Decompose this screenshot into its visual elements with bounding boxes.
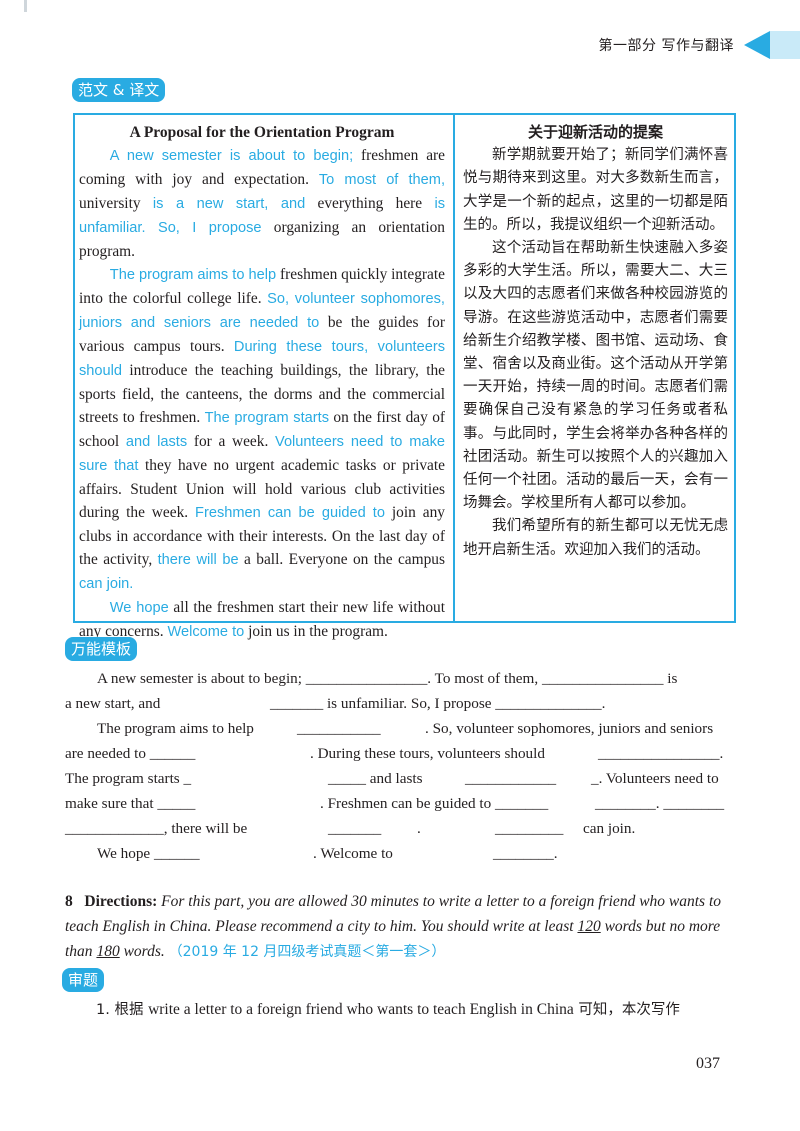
highlighted-phrase: Volunteers need to make sure that (79, 434, 445, 474)
template-text: make sure that _____ (65, 795, 196, 812)
chinese-paragraph: 我们希望所有的新生都可以无忧无虑地开启新生活。欢迎加入我们的活动。 (463, 518, 728, 558)
essay-text: freshmen are coming with joy and expecta… (79, 147, 445, 188)
directions-text-2: words but no more than (65, 918, 721, 960)
template-line: A new semester is about to begin; ______… (65, 666, 730, 691)
template-line: make sure that _____ . Freshmen can be gu… (65, 791, 730, 816)
template-text: The program starts _ (65, 770, 192, 787)
english-essay: A Proposal for the Orientation Program A… (75, 115, 455, 640)
essay-text: be the guides for various campus tours. (79, 314, 445, 355)
template-line: The program aims to help ___________ . So,… (65, 716, 730, 741)
template-text: ____________ (465, 770, 557, 787)
highlighted-phrase: The program aims to help (109, 267, 277, 283)
question-number: 8 (65, 893, 73, 910)
analysis-english: write a letter to a foreign friend who w… (148, 1001, 574, 1018)
template-line: The program starts _ _____ and lasts _____… (65, 766, 730, 791)
page-number: 037 (696, 1055, 720, 1072)
page-edge-mark (24, 0, 27, 12)
sample-essay-table: A Proposal for the Orientation Program A… (73, 113, 736, 640)
directions-text-3: words. (119, 943, 169, 960)
highlighted-phrase: is a new start, and (152, 196, 306, 212)
fill-in-template: A new semester is about to begin; ______… (65, 666, 730, 866)
english-paragraph: A new semester is about to begin; freshm… (79, 144, 445, 263)
template-text: . During these tours, volunteers should (310, 745, 545, 762)
template-text: are needed to ______ (65, 745, 196, 762)
template-tag: 万能模板 (65, 637, 138, 661)
arrow-icon (744, 31, 770, 59)
template-text: ________. ________ (595, 795, 725, 812)
template-text: . (417, 820, 421, 837)
essay-text: a ball. Everyone on the campus (238, 551, 445, 568)
directions-text: For this part, you are allowed 30 minute… (65, 893, 722, 935)
max-words: 180 (96, 943, 120, 960)
english-paragraph: We hope all the freshmen start their new… (79, 596, 445, 644)
highlighted-phrase: there will be (157, 552, 239, 568)
highlighted-phrase: Welcome to (167, 624, 245, 640)
chinese-body: 新学期就要开始了；新同学们满怀喜悦与期待来到这里。对大多数新生而言，大学是一个新… (463, 144, 728, 562)
template-text: A new semester is about to begin; ______… (97, 670, 678, 687)
template-text: _____ and lasts (328, 770, 423, 787)
section-title: 第一部分 写作与翻译 (598, 38, 734, 54)
header-bar (770, 31, 800, 59)
directions-block: 8 Directions: For this part, you are all… (65, 889, 735, 965)
english-body: A new semester is about to begin; freshm… (79, 144, 445, 644)
template-line: _____________, there will be _______. ____… (65, 816, 730, 841)
template-text: _. Volunteers need to (591, 770, 719, 787)
essay-text: everything here (305, 195, 435, 212)
essay-text: join any clubs in accordance with their … (79, 504, 445, 568)
essay-text: freshmen quickly integrate into the colo… (79, 266, 445, 307)
analysis-text: 1. 根据 (96, 1002, 149, 1018)
template-text: ___________ (297, 720, 381, 737)
exam-source: （2019 年 12 月四级考试真题＜第一套＞） (168, 944, 446, 960)
template-line: We hope ______ . Welcome to ________. (65, 841, 730, 866)
template-text: We hope ______ (97, 845, 200, 862)
analysis-line: 1. 根据 write a letter to a foreign friend… (96, 998, 680, 1019)
highlighted-phrase: and lasts (125, 434, 188, 450)
highlighted-phrase: The program starts (204, 410, 329, 426)
template-text: . So, volunteer sophomores, juniors and … (425, 720, 714, 737)
highlighted-phrase: A new semester is about to begin; (109, 148, 354, 164)
essay-text: on the first day of school (79, 409, 446, 450)
template-text: The program aims to help (97, 720, 254, 737)
highlighted-phrase: To most of them, (318, 172, 446, 188)
template-text: can join. (583, 820, 636, 837)
highlighted-phrase: can join. (79, 576, 134, 592)
analysis-tag: 审题 (62, 968, 105, 992)
template-text: . Freshmen can be guided to _______ (320, 795, 549, 812)
template-line: a new start, and _______ is unfamiliar. S… (65, 691, 730, 716)
min-words: 120 (577, 918, 601, 935)
template-text: ________________. (598, 745, 724, 762)
highlighted-phrase: During these tours, volunteers should (79, 339, 445, 379)
section-header: 第一部分 写作与翻译 (599, 30, 800, 60)
template-text: _________ (495, 820, 564, 837)
template-text: . Welcome to (313, 845, 393, 862)
template-text: _______ (328, 820, 382, 837)
template-line: are needed to ______ . During these tours… (65, 741, 730, 766)
essay-text: join us in the program. (244, 623, 388, 640)
english-title: A Proposal for the Orientation Program (129, 124, 395, 141)
analysis-text-2: 可知，本次写作 (573, 1002, 680, 1018)
chinese-paragraph: 新学期就要开始了；新同学们满怀喜悦与期待来到这里。对大多数新生而言，大学是一个新… (463, 147, 728, 233)
template-text: _______ is unfamiliar. So, I propose ___… (270, 695, 606, 712)
sample-translation-tag: 范文 & 译文 (72, 78, 166, 102)
chinese-title: 关于迎新活动的提案 (527, 123, 663, 141)
essay-text: they have no urgent academic tasks or pr… (79, 457, 445, 521)
highlighted-phrase: Freshmen can be guided to (195, 505, 385, 521)
highlighted-phrase: So, volunteer sophomores, juniors and se… (79, 291, 445, 331)
english-paragraph: The program aims to help freshmen quickl… (79, 263, 445, 596)
template-text: _____________, there will be (65, 820, 248, 837)
essay-text: all the freshmen start their new life wi… (79, 599, 445, 640)
highlighted-phrase: We hope (109, 600, 169, 616)
essay-text: for a week. (187, 433, 276, 450)
essay-text: university (79, 195, 153, 212)
directions-label: Directions: (84, 893, 158, 910)
template-text: a new start, and (65, 695, 161, 712)
highlighted-phrase: is unfamiliar. So, I propose (79, 196, 446, 236)
essay-text: introduce the teaching buildings, the li… (79, 362, 445, 426)
chinese-translation: 关于迎新活动的提案 新学期就要开始了；新同学们满怀喜悦与期待来到这里。对大多数新… (455, 115, 734, 621)
essay-text: organizing an orientation program. (79, 219, 445, 260)
chinese-paragraph: 这个活动旨在帮助新生快速融入多姿多彩的大学生活。所以，需要大二、大三以及大四的志… (463, 240, 728, 512)
template-text: ________. (493, 845, 558, 862)
